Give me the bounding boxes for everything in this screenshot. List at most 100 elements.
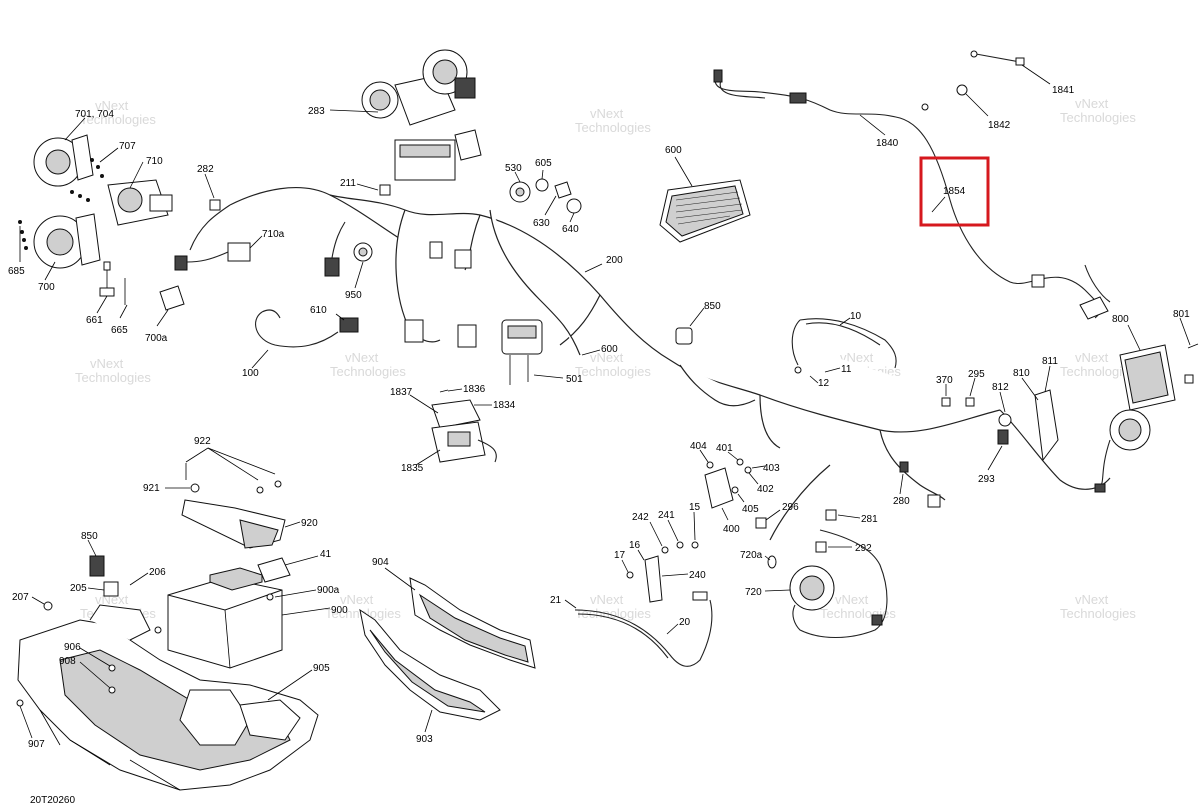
watermark: vNext (840, 350, 874, 365)
part-label-highlighted[interactable]: 1854 (943, 186, 966, 197)
part-label: 1837 (390, 387, 413, 398)
watermark: Technologies (575, 606, 651, 621)
watermark: vNext (95, 98, 129, 113)
watermark: Technologies (1060, 364, 1136, 379)
control-module-600: 600 (659, 145, 751, 243)
part-label: 1842 (988, 120, 1011, 131)
watermark: Technologies (1060, 606, 1136, 621)
part-label: 240 (689, 570, 706, 581)
part-label: 241 (658, 510, 675, 521)
part-label: 211 (340, 178, 356, 189)
part-label: 921 (143, 483, 160, 494)
part-label: 605 (535, 158, 552, 169)
part-label: 811 (1042, 356, 1058, 367)
watermark: vNext (1075, 350, 1109, 365)
part-850-top: 850 (675, 301, 721, 345)
part-label: 1835 (401, 463, 424, 474)
battery-tray-905: 906 908 905 907 (16, 604, 330, 791)
part-label: 710a (262, 229, 285, 240)
watermark: vNext (1075, 96, 1109, 111)
part-label: 908 (59, 656, 76, 667)
part-label: 281 (861, 514, 878, 525)
part-label: 1841 (1052, 85, 1075, 96)
module-800: 800 801 (1112, 309, 1199, 411)
sensor (1015, 57, 1025, 66)
part-label: 404 (690, 441, 707, 452)
cable-10: 10 11 12 (791, 311, 897, 389)
part-label: 16 (629, 540, 641, 551)
part-label: 900 (331, 605, 348, 616)
part-label: 21 (550, 595, 562, 606)
watermark: Technologies (80, 112, 156, 127)
part-label: 1840 (876, 138, 899, 149)
part-label: 370 (936, 375, 953, 386)
part-label: 950 (345, 290, 362, 301)
part-label: 283 (308, 106, 325, 117)
part-label: 904 (372, 557, 389, 568)
diagram-reference-code: 20T20260 (30, 795, 75, 805)
connector (713, 69, 723, 83)
part-label: 640 (562, 224, 579, 235)
guards-903-904: 904 903 (359, 557, 536, 745)
watermark: vNext (835, 592, 869, 607)
part-label: 282 (197, 164, 214, 175)
watermark: Technologies (75, 370, 151, 385)
part-label: 903 (416, 734, 433, 745)
part-label: 17 (614, 550, 626, 561)
part-label: 41 (320, 549, 332, 560)
small-connectors: 280 281 296 292 (755, 461, 941, 554)
bracket (1079, 296, 1109, 320)
watermark: vNext (345, 350, 379, 365)
right-connectors: 370 295 810 811 812 293 (936, 356, 1151, 493)
part-label: 206 (149, 567, 166, 578)
lamp-720: 720a 720 (740, 529, 888, 638)
part-label: 630 (533, 218, 550, 229)
watermark: vNext (590, 350, 624, 365)
watermark: vNext (95, 592, 129, 607)
part-label: 906 (64, 642, 81, 653)
watermarks: vNext Technologies vNext Technologies vN… (75, 96, 1136, 621)
part-label: 812 (992, 382, 1009, 393)
part-label: 700 (38, 282, 55, 293)
sensor-cable-assembly: 1841 1842 1840 1854 (713, 50, 1111, 320)
part-label: 15 (689, 502, 701, 513)
watermark: Technologies (575, 364, 651, 379)
part-label: 293 (978, 474, 995, 485)
part-label: 280 (893, 496, 910, 507)
part-label: 295 (968, 369, 985, 380)
part-label: 1836 (463, 384, 486, 395)
switch-1835: 1836 1837 1834 1835 (390, 384, 516, 474)
part-label: 685 (8, 266, 25, 277)
part-label: 600 (665, 145, 682, 156)
part-label: 720 (745, 587, 762, 598)
part-label: 700a (145, 333, 168, 344)
watermark: vNext (1075, 592, 1109, 607)
watermark: vNext (340, 592, 374, 607)
part-label: 905 (313, 663, 330, 674)
part-label: 401 (716, 443, 733, 454)
part-label: 907 (28, 739, 45, 750)
part-label: 850 (704, 301, 721, 312)
watermark: Technologies (330, 364, 406, 379)
part-label: 530 (505, 163, 522, 174)
part-label: 292 (855, 543, 872, 554)
part-label: 922 (194, 436, 211, 447)
part-label: 920 (301, 518, 318, 529)
connector (789, 92, 807, 104)
part-label: 701, 704 (75, 109, 114, 120)
part-label: 205 (70, 583, 87, 594)
relay-400: 404 401 402 403 405 400 (690, 441, 780, 535)
part-label: 720a (740, 550, 763, 561)
part-label: 610 (310, 305, 327, 316)
part-label: 900a (317, 585, 340, 596)
cable-20: 21 20 (550, 591, 713, 667)
clip (921, 103, 929, 111)
part-label: 20 (679, 617, 691, 628)
highlight-box[interactable] (919, 156, 990, 227)
part-label: 200 (606, 255, 623, 266)
main-harness-200: 950 211 200 530 605 630 640 (229, 158, 1111, 541)
part-label: 801 (1173, 309, 1190, 320)
relay-501: 501 600 (501, 319, 618, 385)
bracket-920: 922 921 920 (143, 436, 318, 549)
